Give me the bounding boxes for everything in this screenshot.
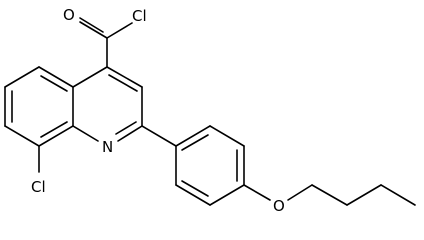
atom-cl-acyl: Cl xyxy=(132,7,147,25)
structure-canvas: O Cl N Cl O xyxy=(4,6,416,215)
bond-p1-p2-inner xyxy=(181,134,209,151)
atom-cl-ring: Cl xyxy=(31,178,46,196)
atom-o-ether: O xyxy=(273,197,285,215)
bond-p5-p6 xyxy=(175,184,211,206)
acyl-chloride-group xyxy=(79,17,133,68)
bond-c8-c8a xyxy=(38,125,74,147)
bond-c2-n xyxy=(117,125,143,142)
bond-carbonyl-o-1 xyxy=(79,21,108,39)
benzo-ring xyxy=(4,66,74,173)
pyridine-ring xyxy=(72,66,143,142)
bond-o-ch2 xyxy=(287,184,313,201)
bond-n-c8a xyxy=(72,125,99,142)
bond-p4-p5 xyxy=(209,184,245,206)
bond-c4a-c5 xyxy=(38,66,74,88)
bond-ch2-ch3 xyxy=(380,184,416,206)
bond-p1-p2 xyxy=(175,125,211,147)
bond-c4-c4a xyxy=(72,66,108,88)
bond-c4-c3-inner xyxy=(108,74,138,92)
molecule-structure: O Cl N Cl O xyxy=(4,6,416,215)
butoxy-chain xyxy=(243,184,416,206)
bond-p5-p6-inner xyxy=(181,180,209,197)
bond-c7-c8 xyxy=(4,125,40,147)
bond-c4a-c5-inner xyxy=(40,75,68,92)
bond-c5-c6 xyxy=(4,66,40,88)
bond-c2-phenyl xyxy=(141,125,177,147)
bond-c2-n-inner xyxy=(115,121,137,135)
bond-p2-p3 xyxy=(209,125,245,147)
bond-p4-o xyxy=(243,184,271,201)
bond-ch2-ch2b xyxy=(346,184,382,206)
bond-carbonyl-cl xyxy=(106,22,133,39)
bond-carbonyl-o-2 xyxy=(79,17,104,33)
atom-n-ring: N xyxy=(102,138,113,156)
atom-o-carbonyl: O xyxy=(63,6,75,24)
bond-c8-c8a-inner xyxy=(40,121,68,138)
bond-c4-c3 xyxy=(106,66,143,88)
bond-ch2-ch2 xyxy=(311,184,348,206)
phenyl-ring xyxy=(141,125,245,206)
